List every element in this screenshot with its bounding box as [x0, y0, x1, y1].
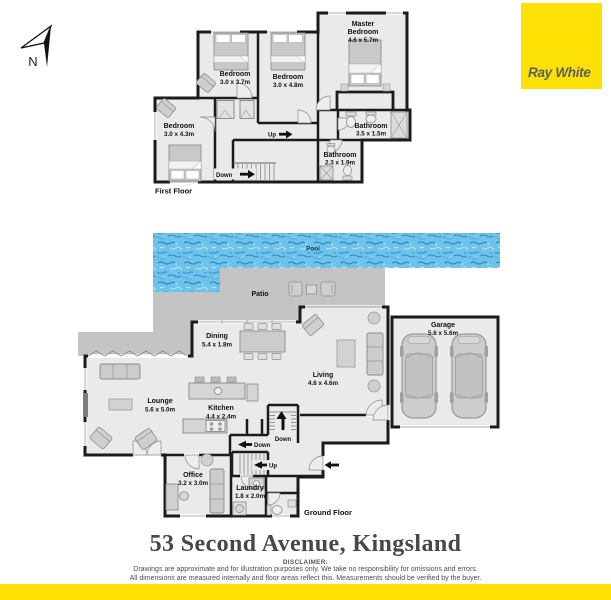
laundry-dims: 1.8 x 2.0m	[235, 493, 266, 500]
dining-table	[239, 323, 286, 360]
master-wardrobe-wall	[335, 90, 395, 110]
first-floor-label: First Floor	[155, 187, 192, 196]
office-furniture	[165, 453, 225, 514]
bed-48	[270, 32, 306, 71]
garage-dims: 5.6 x 5.6m	[428, 330, 459, 337]
master-bedroom-label: Master	[352, 21, 375, 28]
address-title: 53 Second Avenue, Kingsland	[149, 531, 462, 557]
master-bedroom-label2: Bedroom	[348, 29, 379, 36]
bedroom-37-label: Bedroom	[220, 71, 251, 78]
lounge-furniture	[89, 363, 158, 450]
bedroom-48-dims: 3.0 x 4.8m	[273, 82, 304, 89]
north-compass-icon: N	[20, 24, 53, 69]
lounge-dims: 5.6 x 5.0m	[145, 407, 176, 414]
first-floor-windows	[153, 11, 403, 184]
pool-area	[153, 233, 500, 292]
living-label: Living	[313, 372, 334, 379]
patio-label: Patio	[251, 291, 268, 298]
ray-white-logo-text: Ray White	[528, 65, 591, 80]
dining-dims: 5.4 x 1.8m	[202, 342, 233, 349]
stairs-down-arrow: Down	[238, 440, 271, 449]
master-bed	[340, 39, 391, 92]
wc-fixtures	[266, 499, 297, 516]
bathroom-23-dims: 2.3 x 1.9m	[325, 160, 356, 167]
car-1	[399, 333, 439, 419]
laundry-label: Laundry	[236, 485, 264, 492]
stairs-up-arrow: Up	[252, 460, 278, 470]
bedroom-43-label: Bedroom	[164, 123, 195, 130]
basement-down-label: Down	[275, 437, 292, 443]
lounge-fireplace	[83, 393, 88, 417]
bathroom-35-label: Bathroom	[354, 123, 387, 130]
disclaimer-line1: Drawings are approximate and for illustr…	[133, 566, 478, 573]
first-floor-down-arrow: Down	[214, 168, 256, 180]
living-dims: 4.6 x 4.6m	[308, 380, 339, 387]
kitchen-dims: 4.4 x 2.4m	[206, 414, 237, 421]
lounge-label: Lounge	[147, 398, 172, 405]
disclaimer-heading: DISCLAIMER:	[282, 559, 329, 566]
first-floor-up-arrow: Up	[268, 130, 293, 139]
ground-floor-label: Ground Floor	[304, 508, 352, 517]
down-label: Down	[216, 173, 233, 179]
bedroom-43-dims: 3.0 x 4.3m	[164, 131, 195, 138]
ground-floor-stairs: Down Down Up	[238, 411, 296, 475]
bathroom-23-fixtures	[319, 143, 353, 181]
bed-37	[196, 32, 249, 93]
living-furniture	[302, 311, 384, 393]
patio-furniture	[288, 281, 336, 297]
bedroom-37-dims: 3.0 x 3.7m	[220, 79, 251, 86]
laundry-fixtures	[232, 477, 265, 516]
bathroom-35-dims: 3.5 x 1.5m	[356, 131, 387, 138]
entry-arrow	[324, 461, 339, 469]
kitchen-fixtures	[182, 376, 259, 434]
compass-n-label: N	[28, 54, 37, 69]
pool-label: Pool	[306, 246, 320, 253]
kitchen-label: Kitchen	[208, 405, 234, 412]
bed-43	[156, 98, 202, 182]
disclaimer-line2: All dimensions are measured internally a…	[129, 574, 482, 582]
car-2	[449, 333, 489, 419]
bathroom-23-label: Bathroom	[323, 152, 356, 159]
ground-floor-doors	[132, 399, 390, 506]
office-label: Office	[183, 472, 203, 479]
dining-label: Dining	[206, 333, 228, 340]
master-bedroom-dims: 4.6 x 5.7m	[348, 37, 379, 44]
first-floor-doors	[199, 82, 351, 153]
hall-closets	[216, 100, 255, 119]
ground-floor-plan: Down Down Up	[78, 233, 500, 518]
bedroom-48-label: Bedroom	[273, 74, 304, 81]
disclaimer: DISCLAIMER: Drawings are approximate and…	[0, 559, 611, 584]
brand-footer-bar	[0, 584, 611, 600]
office-dims: 3.2 x 3.0m	[178, 480, 209, 487]
first-floor-plan: Up Down Master Bedroom 4.6 x 5.7m Bedroo…	[153, 11, 412, 196]
up-label: Up	[268, 133, 276, 139]
stairs-down-label: Down	[254, 443, 271, 449]
ground-floor-windows	[83, 305, 490, 518]
garage-label: Garage	[431, 322, 455, 329]
bathroom-35-fixtures	[345, 111, 408, 139]
ray-white-logo: Ray White	[521, 3, 602, 89]
floorplan-canvas: N	[20, 11, 500, 518]
stairs-up-label: Up	[269, 464, 277, 470]
